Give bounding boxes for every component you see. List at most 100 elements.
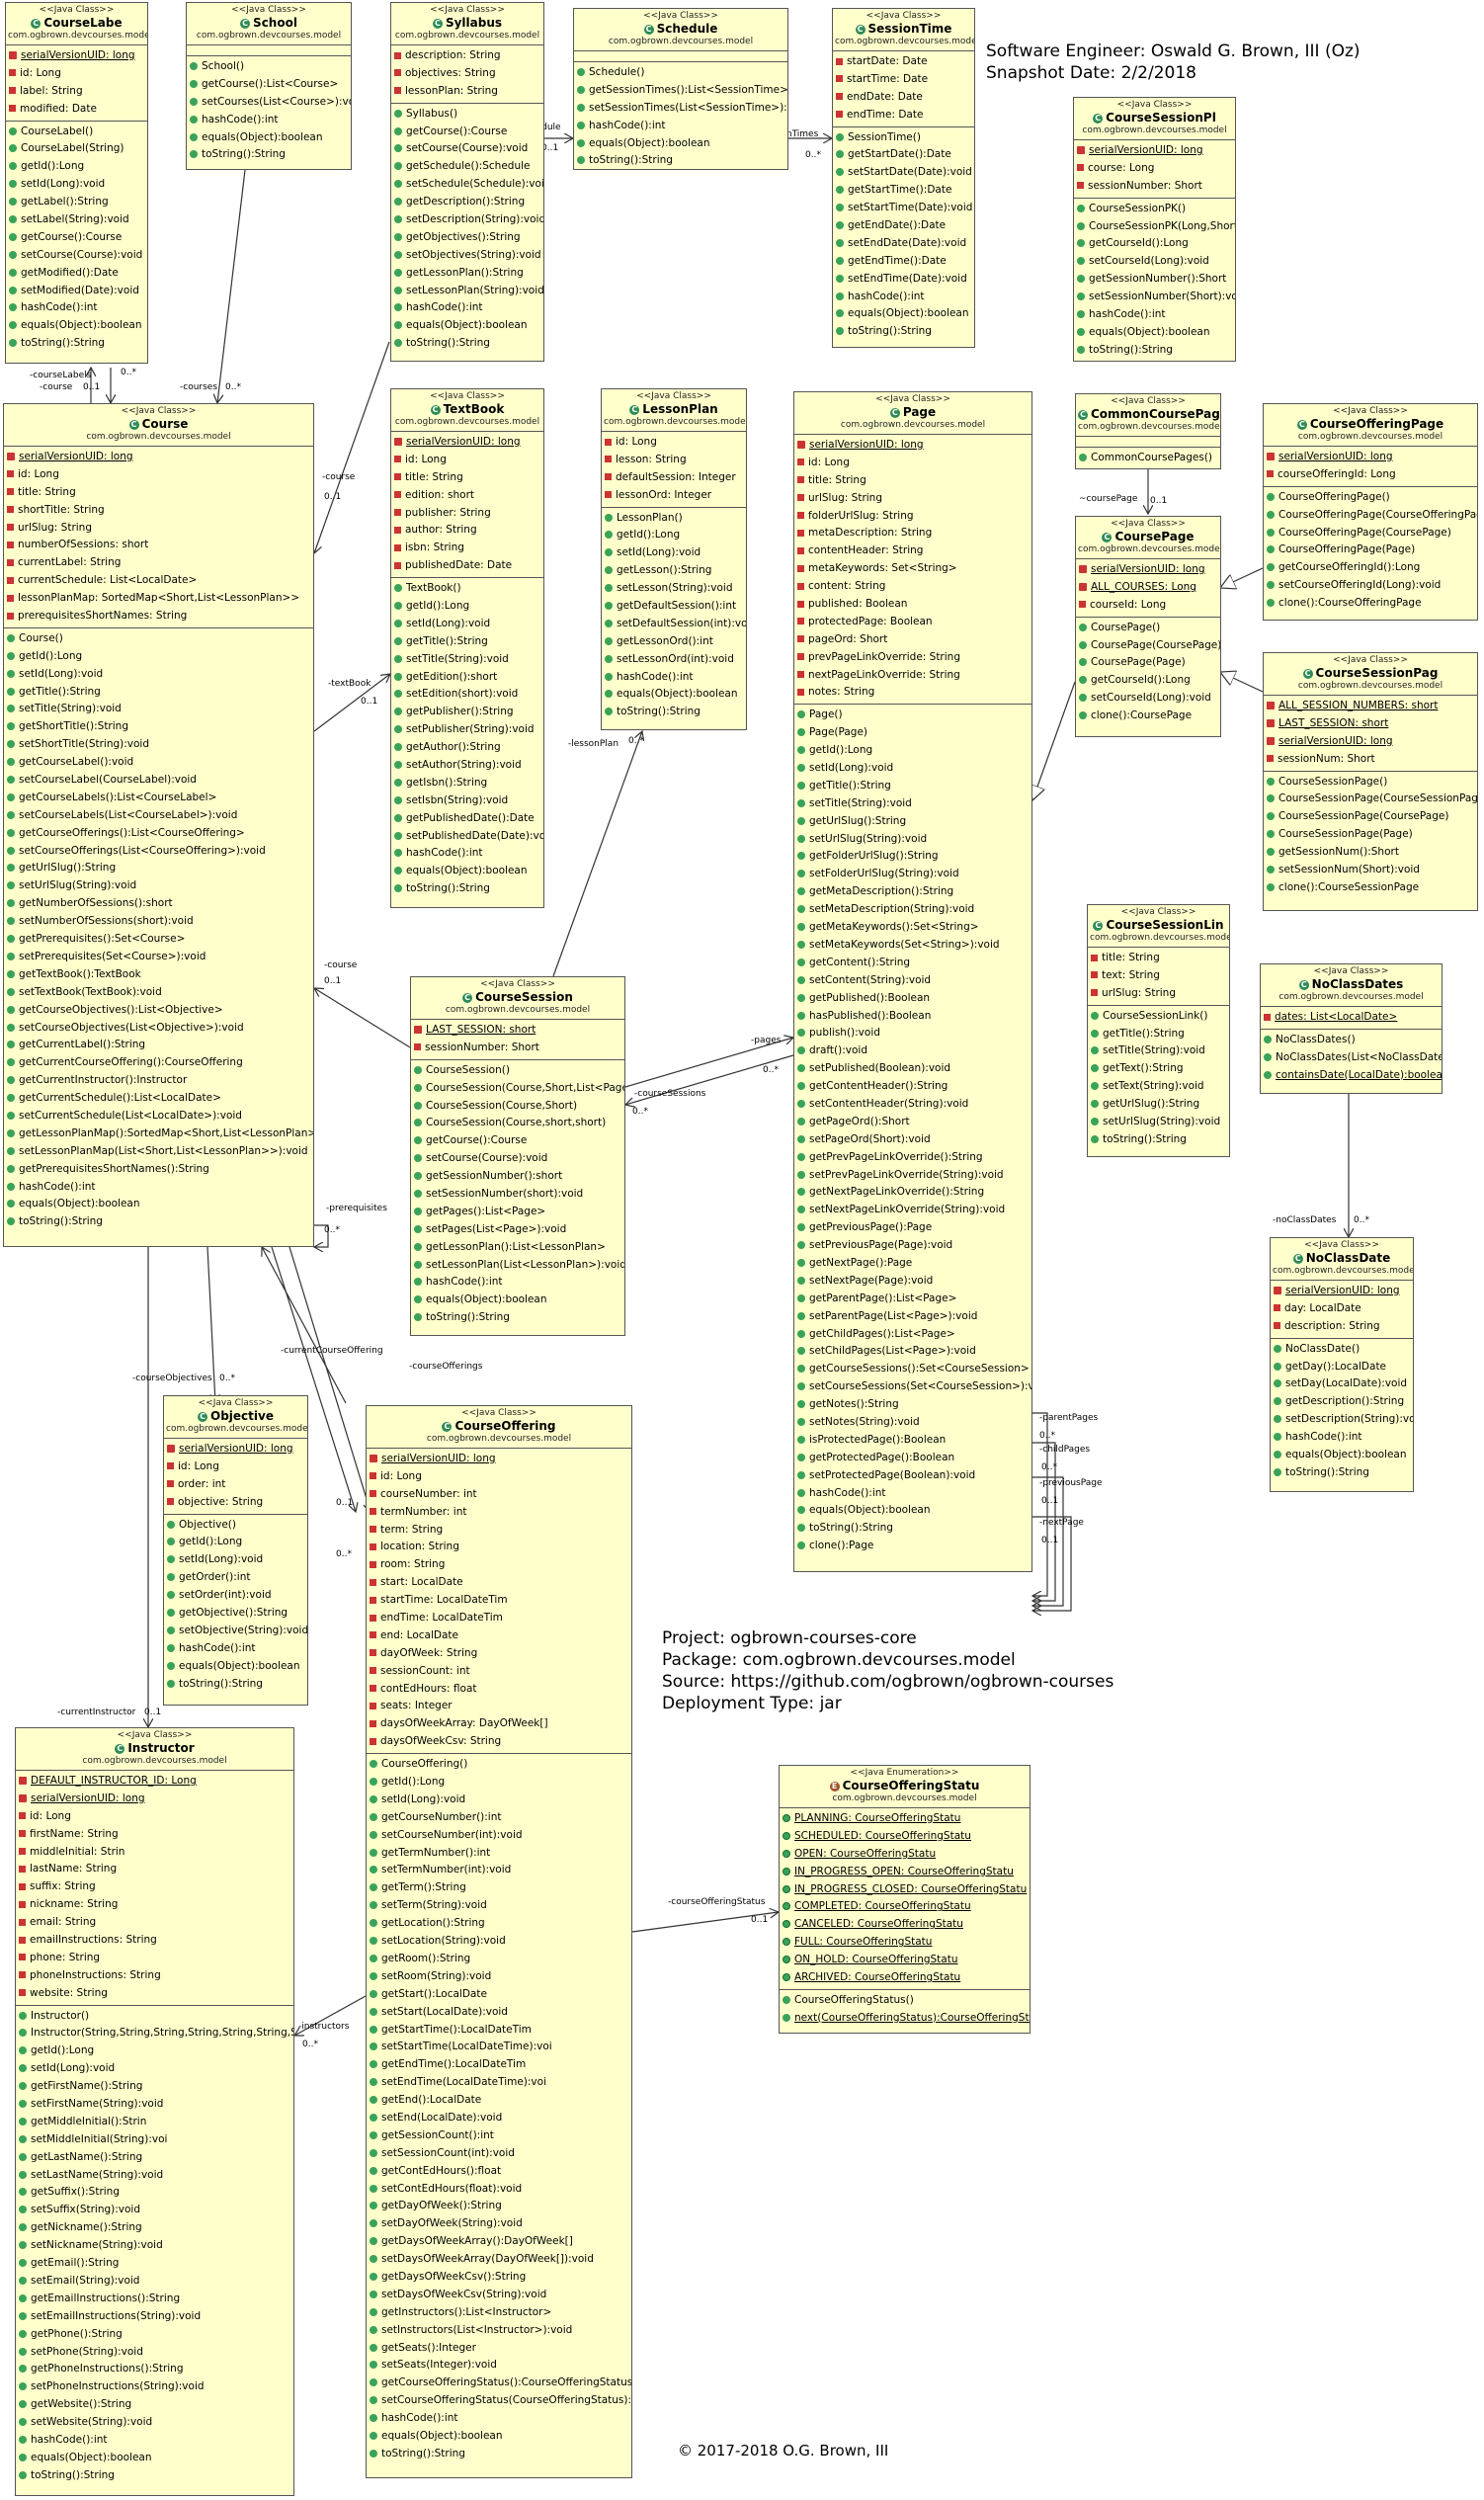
attribute: serialVersionUID: long: [370, 1451, 631, 1468]
method-text: getChildPages():List<Page>: [809, 1327, 955, 1340]
private-field-icon: [797, 476, 804, 484]
method-text: setRoom(String):void: [381, 1969, 492, 1982]
method: setCourseSessions(Set<CourseSession>):vo…: [797, 1378, 1031, 1396]
public-method-icon: [1264, 1070, 1272, 1079]
method-text: getDescription():String: [1285, 1395, 1405, 1408]
attribute: IN_PROGRESS_OPEN: CourseOfferingStatu: [783, 1864, 1030, 1881]
constructor-icon: [414, 1101, 422, 1110]
method: getLessonPlanMap():SortedMap<Short,List<…: [7, 1125, 313, 1143]
method: CourseSessionLink(): [1091, 1008, 1229, 1026]
public-method-icon: [797, 1046, 805, 1055]
attribute: serialVersionUID: long: [7, 449, 313, 466]
attribute-text: dayOfWeek: String: [380, 1646, 478, 1659]
method: equals(Object):boolean: [190, 129, 351, 147]
edge-label-multiplicity: 0..1: [144, 1708, 162, 1717]
method: setOrder(int):void: [167, 1587, 307, 1605]
attribute-text: endTime: LocalDateTim: [380, 1612, 503, 1625]
method-text: getNextPageLinkOverride():String: [809, 1186, 985, 1199]
method: CoursePage(CoursePage): [1079, 637, 1220, 655]
method-text: hashCode():int: [31, 2433, 108, 2446]
public-method-icon: [797, 852, 805, 861]
private-field-icon: [9, 87, 16, 95]
method-text: setWebsite(String):void: [31, 2416, 153, 2429]
method-text: School(): [202, 60, 245, 72]
attribute: id: Long: [394, 452, 543, 469]
method: getPages():List<Page>: [414, 1204, 624, 1221]
static-field-icon: [797, 441, 805, 449]
method: getCourse():Course: [9, 229, 147, 247]
method-text: setEdition(short):void: [406, 688, 519, 701]
method: toString():String: [370, 2446, 631, 2463]
attribute: nextPageLinkOverride: String: [797, 667, 1031, 685]
public-method-icon: [167, 1538, 175, 1546]
attribute-text: title: String: [808, 473, 866, 486]
public-method-icon: [1091, 1029, 1099, 1038]
method-text: setNextPage(Page):void: [809, 1274, 934, 1287]
method-text: setCourse(Course):void: [426, 1152, 548, 1165]
constructor-icon: [7, 633, 15, 642]
public-method-icon: [1077, 292, 1085, 301]
method-text: setId(Long):void: [381, 1792, 466, 1805]
method-text: getEndTime():LocalDateTim: [381, 2058, 527, 2071]
method-text: publish():void: [809, 1027, 880, 1040]
method-text: CourseSessionPage(): [1278, 775, 1388, 788]
attribute-text: LAST_SESSION: short: [1278, 716, 1389, 729]
package-label: com.ogbrown.devcourses.model: [1278, 992, 1424, 1002]
private-field-icon: [797, 582, 804, 590]
method-text: Syllabus(): [406, 107, 458, 120]
method: setPages(List<Page>):void: [414, 1221, 624, 1239]
method: equals(Object):boolean: [836, 305, 974, 323]
method-text: toString():String: [426, 1311, 510, 1324]
methods-section: CoursePage()CoursePage(CoursePage)Course…: [1076, 618, 1220, 727]
attribute: serialVersionUID: long: [797, 437, 1031, 455]
attribute-text: protectedPage: Boolean: [808, 615, 933, 627]
attribute: endTime: Date: [836, 107, 974, 125]
public-method-icon: [797, 1258, 805, 1267]
edge-course-textbook: [313, 674, 390, 732]
method-text: getTermNumber():int: [381, 1846, 491, 1859]
attribute: metaDescription: String: [797, 525, 1031, 542]
method-text: Page(Page): [809, 726, 868, 739]
method: TextBook(): [394, 580, 543, 598]
public-method-icon: [370, 2361, 377, 2370]
method-text: setObjectives(String):void: [406, 248, 541, 261]
attribute-text: serialVersionUID: long: [19, 451, 133, 462]
public-method-icon: [1267, 848, 1275, 857]
public-method-icon: [7, 917, 15, 926]
attribute-text: phoneInstructions: String: [30, 1968, 161, 1981]
attribute-text: lessonOrd: Integer: [616, 488, 712, 501]
method-text: setPrerequisites(Set<Course>):void: [19, 950, 206, 962]
method-text: getEdition():short: [406, 670, 498, 683]
method-text: getAuthor():String: [406, 741, 501, 754]
method: getDescription():String: [394, 194, 543, 211]
stereotype-label: <<Java Enumeration>>: [850, 1768, 959, 1778]
edge-label-role: -nextPage: [1039, 1518, 1084, 1528]
public-method-icon: [370, 2219, 377, 2228]
method: getEmailInstructions():String: [19, 2291, 293, 2308]
